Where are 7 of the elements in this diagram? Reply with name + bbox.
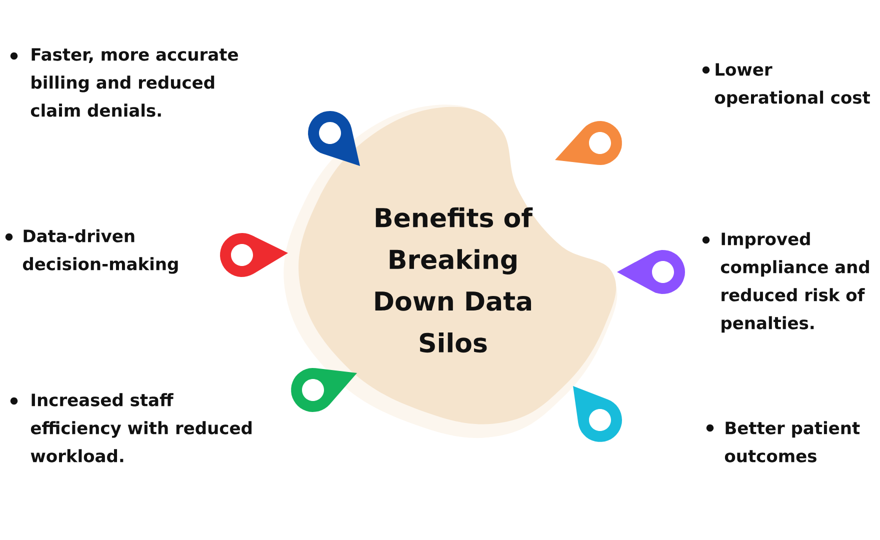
bullet-text: Data-driven decision-making [22, 229, 178, 274]
bullet-text: Lower operational cost [714, 63, 870, 108]
bullet-text: Better patient outcomes [724, 421, 860, 462]
title-blob: Benefits of Breaking Down Data Silos [284, 104, 618, 438]
bullet-text: Faster, more accurate billing and reduced claim denials. [30, 48, 238, 117]
bullet-text: Improved compliance and reduced risk of penalties. [720, 232, 869, 333]
bullet-text: Increased staff efficiency with reduced workload. [30, 393, 252, 462]
